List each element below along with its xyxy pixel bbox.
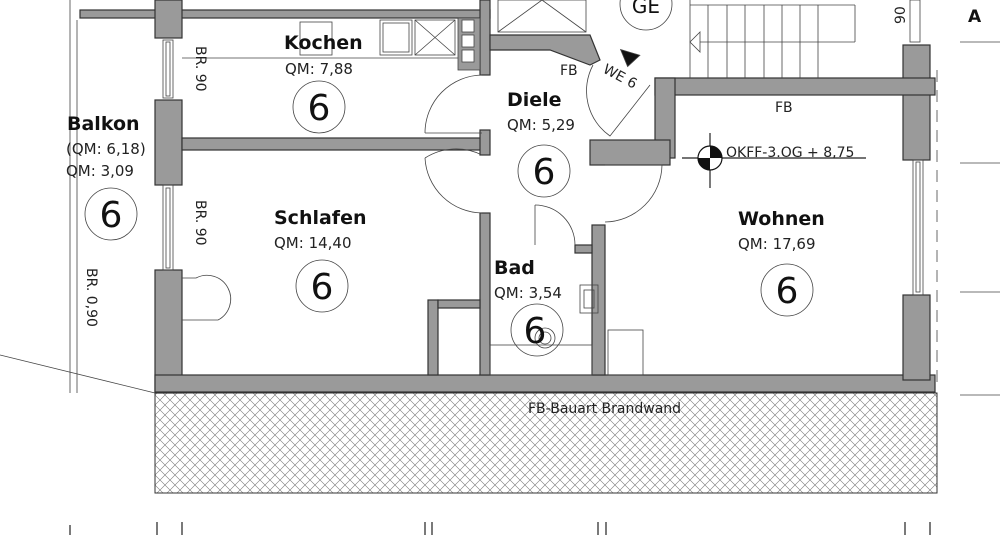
window-label-kochen: BR. 90 [192, 46, 208, 92]
ge-label: GE [632, 0, 660, 18]
room-area-diele: QM: 5,29 [507, 116, 575, 134]
unit-number-schlafen: 6 [311, 267, 334, 308]
doors [182, 48, 663, 321]
fb-label-wohnen: FB [775, 100, 793, 116]
stairs [497, 0, 856, 78]
level-label: OKFF-3.OG + 8,75 [726, 145, 854, 161]
room-name-kochen: Kochen [284, 32, 363, 54]
window-label-schlafen: BR. 90 [192, 200, 208, 246]
windows [0, 0, 1000, 396]
bath-fixtures [489, 284, 644, 376]
room-name-wohnen: Wohnen [738, 208, 825, 230]
unit-number-diele: 6 [533, 152, 556, 193]
room-area-wohnen: QM: 17,69 [738, 235, 816, 253]
walls [79, 0, 936, 394]
unit-number-kochen: 6 [308, 88, 331, 129]
level-marker-icon [682, 133, 866, 188]
balkon-railing-label: BR. 0,90 [83, 268, 99, 327]
room-name-diele: Diele [507, 89, 562, 111]
kitchen-counter [182, 17, 481, 71]
firewall-label: FB-Bauart Brandwand [528, 401, 681, 417]
room-area-kochen: QM: 7,88 [285, 60, 353, 78]
unit-number-balkon: 6 [100, 195, 123, 236]
firewall-hatch [154, 392, 938, 494]
room-name-bad: Bad [494, 257, 535, 279]
window-label-top: 90 [893, 6, 909, 24]
room-area-bad: QM: 3,54 [494, 284, 562, 302]
entrance-label: WE 6 [600, 61, 639, 92]
unit-circles [84, 0, 814, 357]
fb-label-diele: FB [560, 63, 578, 79]
room-name-balkon: Balkon [67, 113, 140, 135]
room-name-schlafen: Schlafen [274, 207, 367, 229]
unit-number-bad: 6 [524, 311, 547, 352]
dimension-ticks [69, 522, 931, 535]
room-area-schlafen: QM: 14,40 [274, 234, 352, 252]
room-area-balkon: QM: 3,09 [66, 162, 134, 180]
room-area-gross-balkon: (QM: 6,18) [66, 140, 146, 158]
corner-label: A [968, 7, 982, 27]
unit-number-wohnen: 6 [776, 271, 799, 312]
